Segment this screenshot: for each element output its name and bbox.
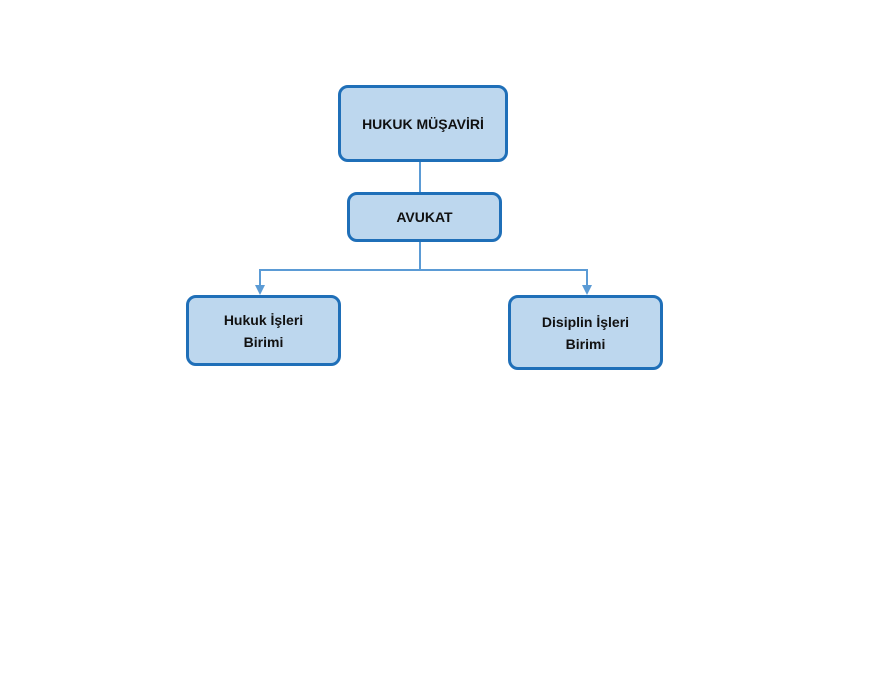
node-label-disiplin-isleri-birimi: Disiplin İşleri Birimi <box>541 313 630 352</box>
node-disiplin-isleri-birimi: Disiplin İşleri Birimi <box>508 295 663 370</box>
node-label-avukat: AVUKAT <box>396 209 453 225</box>
node-hukuk-musaviri: HUKUK MÜŞAVİRİ <box>338 85 508 162</box>
node-label-hukuk-isleri-birimi: Hukuk İşleri Birimi <box>223 311 304 350</box>
node-label-hukuk-musaviri: HUKUK MÜŞAVİRİ <box>362 115 484 132</box>
node-hukuk-isleri-birimi: Hukuk İşleri Birimi <box>186 295 341 366</box>
node-avukat: AVUKAT <box>347 192 502 242</box>
